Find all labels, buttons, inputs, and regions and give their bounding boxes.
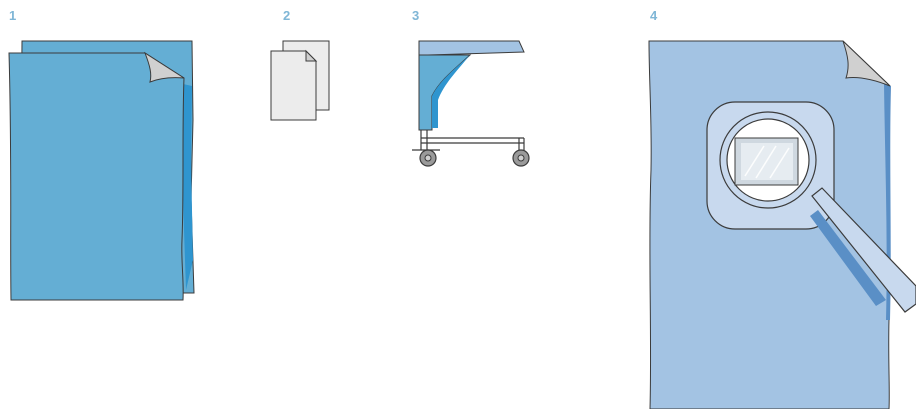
drape-sheets-icon: [9, 41, 194, 300]
trolley-hanging-drape: [419, 55, 470, 130]
trolley-wheel-left-hub: [425, 155, 431, 161]
paper-sheets-icon: [271, 41, 329, 120]
trolley-wheel-right-hub: [518, 155, 524, 161]
front-sheet: [9, 53, 184, 300]
drape-with-magnifier-window-icon: [649, 41, 916, 409]
draped-instrument-trolley-icon: [412, 41, 529, 166]
trolley-top-cover: [419, 41, 524, 55]
